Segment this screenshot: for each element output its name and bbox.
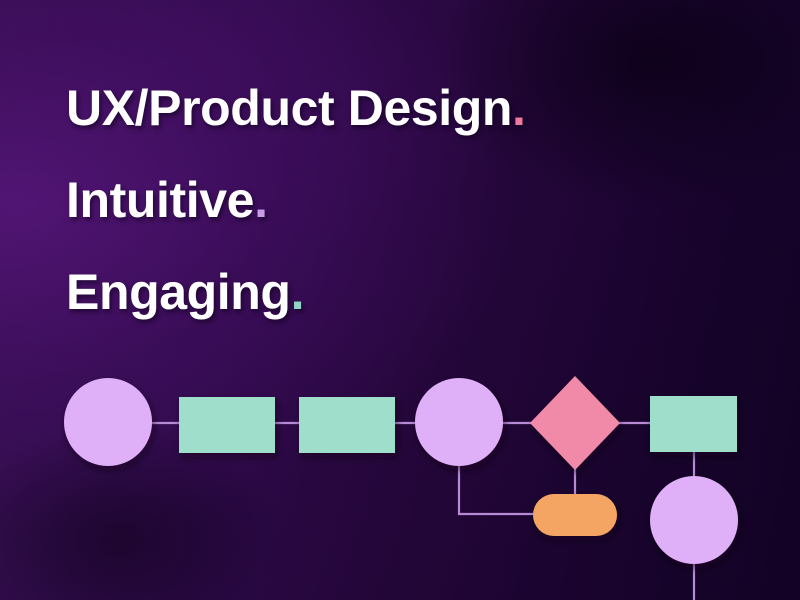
node-circle-end[interactable]: [650, 476, 738, 564]
headline-2-accent-dot: .: [254, 172, 268, 228]
node-rect-step-1[interactable]: [179, 397, 275, 453]
headline-3-accent-dot: .: [290, 264, 305, 320]
node-circle-middle[interactable]: [415, 378, 503, 466]
node-rect-step-3[interactable]: [650, 396, 737, 452]
headline-2-text: Intuitive: [66, 172, 255, 228]
connector-group: [150, 421, 696, 600]
headline-1: UX/Product Design.: [66, 62, 726, 154]
headline-group: UX/Product Design. Intuitive. Engaging.: [66, 62, 726, 338]
node-circle-start[interactable]: [64, 378, 152, 466]
headline-3-text: Engaging: [66, 264, 291, 320]
headline-3: Engaging.: [66, 246, 726, 338]
headline-1-text: UX/Product Design: [66, 80, 513, 136]
node-group: [64, 376, 738, 564]
connector-n4-n7: [457, 462, 537, 516]
headline-1-accent-dot: .: [512, 80, 526, 136]
headline-2: Intuitive.: [66, 154, 726, 246]
node-rect-step-2[interactable]: [299, 397, 395, 453]
node-diamond-decision[interactable]: [530, 376, 620, 470]
node-pill-process[interactable]: [533, 494, 617, 536]
